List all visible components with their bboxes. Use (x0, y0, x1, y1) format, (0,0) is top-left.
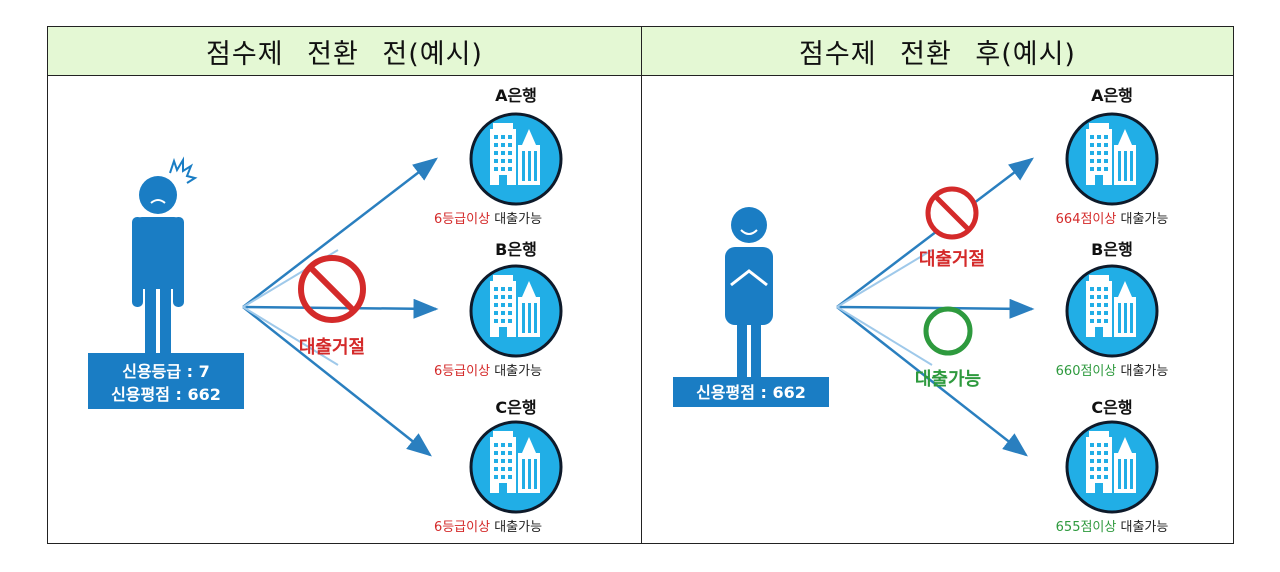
bank-b-icon (1065, 264, 1159, 358)
bank-a-icon (1065, 112, 1159, 206)
reject-label: 대출거절 (919, 249, 985, 270)
arrow-to-a (836, 157, 1034, 308)
bank-b-icon (469, 264, 563, 358)
arrow-to-b (242, 298, 439, 319)
bank-a-condition: 6등급이상 대출가능 (434, 212, 542, 227)
right-panel: 점수제 전환 후(예시) 대출거절 대출가능 신용평점 : 662 (641, 26, 1234, 544)
bank-b-name: B은행 (495, 240, 537, 259)
bank-a-icon (469, 112, 563, 206)
bank-c-condition: 6등급이상 대출가능 (434, 520, 542, 535)
right-diagram: 대출거절 대출가능 신용평점 : 662 A은행 664점이상 대출가능 B은행… (673, 86, 1169, 535)
bank-c-name: C은행 (495, 398, 536, 417)
left-panel-title: 점수제 전환 전(예시) (48, 27, 641, 76)
prohibition-icon (298, 255, 366, 323)
arrow-to-c (836, 306, 1028, 457)
bank-a-condition: 664점이상 대출가능 (1056, 212, 1169, 227)
bank-a-name: A은행 (495, 86, 537, 105)
prohibition-icon (925, 186, 979, 240)
bank-b-condition: 6등급이상 대출가능 (434, 364, 542, 379)
credit-info-box (673, 377, 829, 407)
approval-circle-icon (923, 306, 973, 356)
credit-grade-text: 신용등급 : 7 (122, 362, 210, 381)
left-panel: 점수제 전환 전(예시) 대출거절 신용등급 : 7 (47, 26, 642, 544)
bank-a-name: A은행 (1091, 86, 1133, 105)
right-panel-title: 점수제 전환 후(예시) (642, 27, 1233, 76)
bank-c-icon (1065, 420, 1159, 514)
bank-c-name: C은행 (1091, 398, 1132, 417)
bank-c-icon (469, 420, 563, 514)
credit-score-text: 신용평점 : 662 (696, 383, 806, 402)
left-diagram: 대출거절 신용등급 : 7 신용평점 : 662 A은행 6등급이상 대출가능 … (88, 86, 563, 535)
arrow-to-a (242, 157, 438, 308)
sad-person-icon (132, 156, 198, 354)
reject-label: 대출거절 (299, 337, 365, 358)
bank-b-name: B은행 (1091, 240, 1133, 259)
credit-score-text: 신용평점 : 662 (111, 385, 221, 404)
arrow-to-c (242, 306, 432, 457)
happy-person-icon (725, 207, 773, 379)
credit-info-box (88, 353, 244, 409)
arrow-to-b (836, 298, 1035, 319)
bank-b-condition: 660점이상 대출가능 (1056, 364, 1169, 379)
bank-c-condition: 655점이상 대출가능 (1056, 520, 1169, 535)
approve-label: 대출가능 (915, 369, 981, 390)
